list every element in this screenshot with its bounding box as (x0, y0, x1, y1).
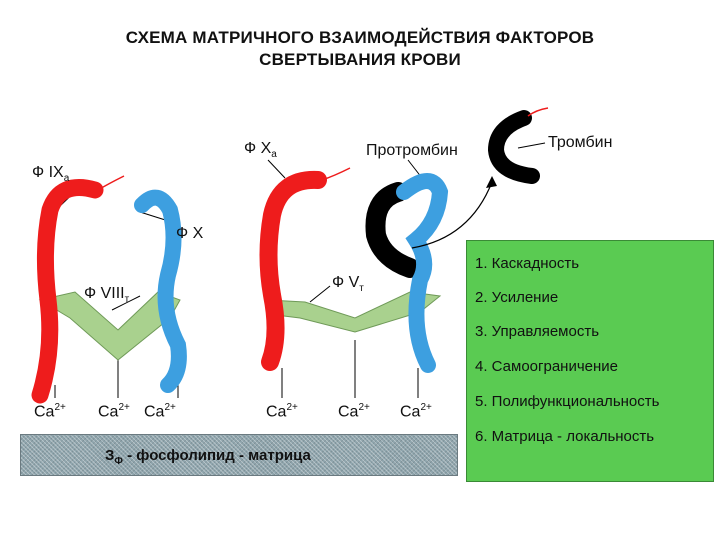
f10-molecule (134, 189, 187, 393)
label-f5t: Ф Vт (332, 274, 364, 295)
label-f10: Ф X (176, 225, 204, 242)
label-f10a: Ф Xа (244, 140, 277, 161)
thrombin-tongue (527, 107, 549, 117)
label-prothrombin: Протромбин (366, 142, 458, 159)
calcium-ion: Ca2+ (338, 402, 370, 421)
thrombin-molecule (487, 110, 540, 184)
calcium-ion: Ca2+ (144, 402, 176, 421)
matrix-label: ЗФ - фосфолипид - матрица (105, 447, 311, 467)
f10a-molecule (259, 170, 327, 371)
label-f8t: Ф VIIIт (84, 285, 130, 306)
f8t-cofactor (38, 291, 181, 361)
pointer-f5t (309, 285, 331, 303)
activation-arrow (411, 181, 493, 249)
f9a-molecule (31, 179, 104, 404)
pointer-f8t (111, 295, 141, 311)
principle-item: 6. Матрица - локальность (475, 428, 655, 445)
principle-item: 2. Усиление (475, 289, 559, 306)
calcium-ion: Ca2+ (266, 402, 298, 421)
diagram-title-line1: СХЕМА МАТРИЧНОГО ВЗАИМОДЕЙСТВИЯ ФАКТОРОВ (125, 28, 595, 47)
arrow-head (486, 176, 497, 188)
principles-box: 1. Каскадность 2. Усиление 3. Управляемо… (466, 240, 714, 482)
prothrombin-molecule (365, 182, 420, 278)
principle-item: 5. Полифункциональность (475, 393, 660, 410)
principle-item: 4. Самоограничение (475, 358, 618, 375)
label-thrombin: Тромбин (548, 134, 613, 151)
label-f9a: Ф IXа (32, 164, 70, 185)
calcium-tie-lines (54, 340, 419, 398)
calcium-ion: Ca2+ (400, 402, 432, 421)
f10a-tongue (321, 167, 351, 181)
pointer-f10a (267, 159, 286, 179)
principle-item: 3. Управляемость (475, 323, 600, 340)
calcium-ion: Ca2+ (34, 402, 66, 421)
prothrombin-blue-part (396, 173, 449, 373)
principle-item: 1. Каскадность (475, 255, 580, 272)
calcium-ion: Ca2+ (98, 402, 130, 421)
phospholipid-matrix: ЗФ - фосфолипид - матрица (20, 434, 458, 476)
f9a-tongue (97, 175, 125, 191)
pointer-thrombin (517, 142, 546, 149)
diagram-title-line2: СВЕРТЫВАНИЯ КРОВИ (259, 50, 461, 69)
